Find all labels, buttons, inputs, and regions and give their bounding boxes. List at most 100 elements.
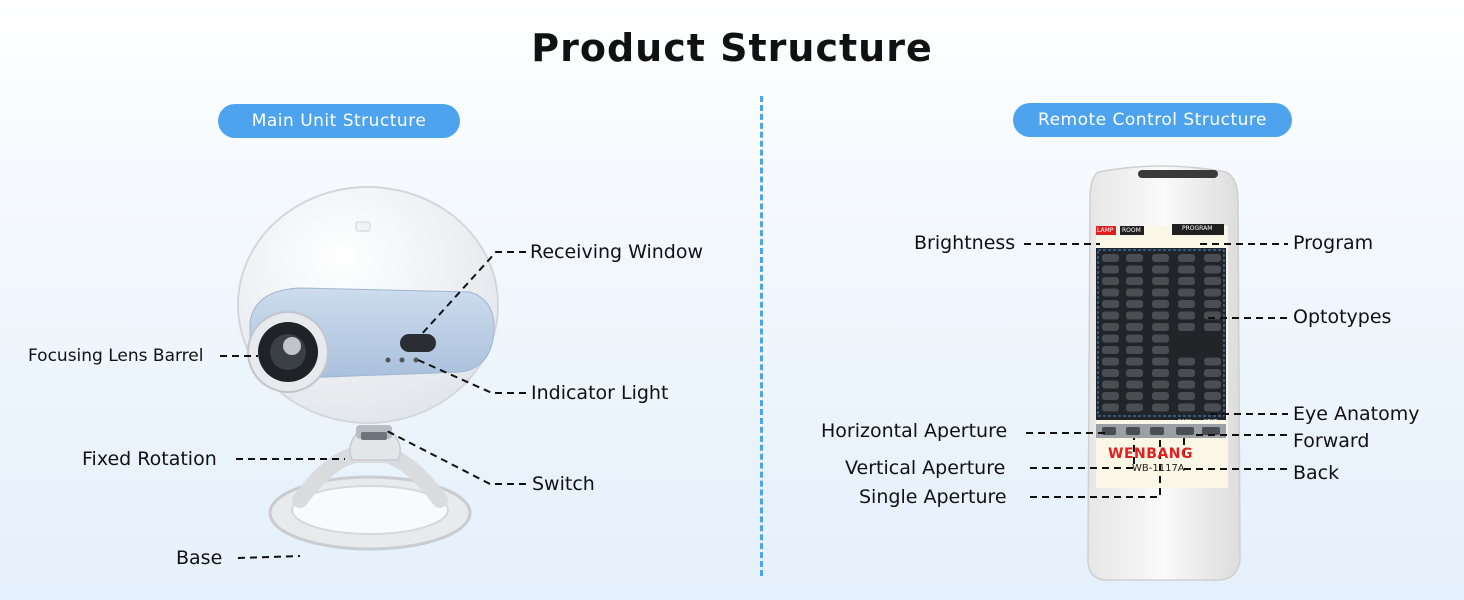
remote-key — [1152, 369, 1169, 377]
remote-key — [1102, 323, 1119, 331]
main-leader-lines — [220, 251, 526, 559]
remote-section-badge: Remote Control Structure — [1013, 103, 1292, 137]
remote-key — [1126, 277, 1143, 285]
remote-key — [1102, 288, 1119, 297]
remote-key — [1178, 369, 1195, 377]
remote-key — [1204, 380, 1221, 389]
remote-leader-lines — [1024, 243, 1288, 498]
remote-key — [1152, 346, 1169, 354]
remote-key — [1102, 300, 1119, 308]
remote-key — [1152, 323, 1169, 331]
remote-program-key: PROGRAM — [1182, 225, 1213, 232]
leader-base — [237, 555, 301, 559]
label-eye-anatomy: Eye Anatomy — [1293, 403, 1420, 425]
label-back: Back — [1293, 462, 1340, 484]
top-sensor — [355, 221, 371, 232]
remote-key — [1178, 277, 1195, 285]
remote-key — [1204, 369, 1221, 377]
main-unit-section-badge: Main Unit Structure — [218, 104, 460, 138]
remote-key — [1152, 277, 1169, 285]
leader-receiving-window — [419, 251, 526, 337]
label-switch: Switch — [532, 473, 595, 495]
remote-key — [1126, 392, 1143, 400]
projector-device — [237, 186, 499, 551]
remote-key — [1152, 311, 1169, 320]
remote-model-text: WB-1117A — [1132, 463, 1185, 474]
label-focusing-lens-barrel: Focusing Lens Barrel — [28, 346, 204, 366]
label-forward: Forward — [1293, 430, 1370, 452]
switch-knob — [361, 432, 387, 440]
remote-key — [1102, 277, 1119, 285]
remote-key — [1152, 392, 1169, 400]
remote-key — [1204, 323, 1221, 331]
remote-key — [1126, 323, 1143, 331]
remote-key — [1152, 288, 1169, 297]
leader-switch — [384, 429, 526, 485]
remote-key — [1102, 357, 1119, 366]
remote-key — [1204, 265, 1221, 274]
remote-key — [1126, 334, 1143, 343]
remote-room-key: ROOM — [1122, 227, 1141, 234]
remote-key — [1204, 357, 1221, 366]
leader-vertical-aperture — [1030, 438, 1135, 469]
key-area — [1096, 248, 1226, 420]
ir-emitter — [1138, 170, 1218, 178]
remote-key — [1102, 346, 1119, 354]
label-brightness: Brightness — [914, 232, 1016, 254]
remote-key — [1204, 254, 1221, 262]
section-divider — [760, 96, 763, 576]
remote-key — [1178, 288, 1195, 297]
room-tag — [1120, 226, 1144, 235]
remote-key — [1102, 311, 1119, 320]
label-receiving-window: Receiving Window — [530, 241, 704, 263]
label-single-aperture: Single Aperture — [859, 486, 1007, 508]
remote-key — [1152, 334, 1169, 343]
remote-key — [1178, 403, 1195, 412]
label-optotypes: Optotypes — [1293, 306, 1392, 328]
remote-key — [1126, 369, 1143, 377]
remote-key — [1102, 403, 1119, 412]
receiving-window — [400, 334, 436, 352]
remote-device — [1087, 165, 1241, 581]
remote-key — [1204, 403, 1221, 412]
remote-key — [1126, 288, 1143, 297]
label-vertical-aperture: Vertical Aperture — [845, 457, 1006, 479]
remote-key — [1178, 392, 1195, 400]
remote-key — [1126, 311, 1143, 320]
remote-key — [1178, 300, 1195, 308]
remote-key — [1152, 357, 1169, 366]
page-title: Product Structure — [531, 26, 933, 70]
remote-key — [1126, 254, 1143, 262]
remote-next-key: NEXT — [1204, 419, 1218, 425]
label-fixed-rotation: Fixed Rotation — [82, 448, 217, 470]
lamp-tag — [1096, 226, 1116, 235]
remote-key — [1126, 346, 1143, 354]
remote-key — [1102, 392, 1119, 400]
label-horizontal-aperture: Horizontal Aperture — [821, 420, 1008, 442]
remote-key — [1152, 380, 1169, 389]
remote-lamp-key: LAMP — [1097, 227, 1114, 234]
remote-key — [1178, 265, 1195, 274]
remote-key — [1152, 254, 1169, 262]
key-grid — [1102, 254, 1221, 412]
label-indicator-light: Indicator Light — [531, 382, 669, 404]
remote-key — [1126, 300, 1143, 308]
remote-key — [1178, 254, 1195, 262]
remote-key — [1152, 403, 1169, 412]
remote-key — [1152, 300, 1169, 308]
remote-key — [1178, 357, 1195, 366]
remote-key — [1152, 265, 1169, 274]
remote-key — [1178, 311, 1195, 320]
remote-key — [1204, 288, 1221, 297]
remote-key — [1126, 403, 1143, 412]
remote-key — [1204, 277, 1221, 285]
program-tag — [1172, 224, 1224, 235]
remote-key — [1204, 392, 1221, 400]
remote-key — [1126, 380, 1143, 389]
label-base: Base — [176, 547, 223, 569]
base-ring-inner — [291, 485, 449, 535]
remote-key — [1102, 380, 1119, 389]
remote-brand-text: WENBANG — [1108, 446, 1193, 462]
remote-key — [1126, 357, 1143, 366]
